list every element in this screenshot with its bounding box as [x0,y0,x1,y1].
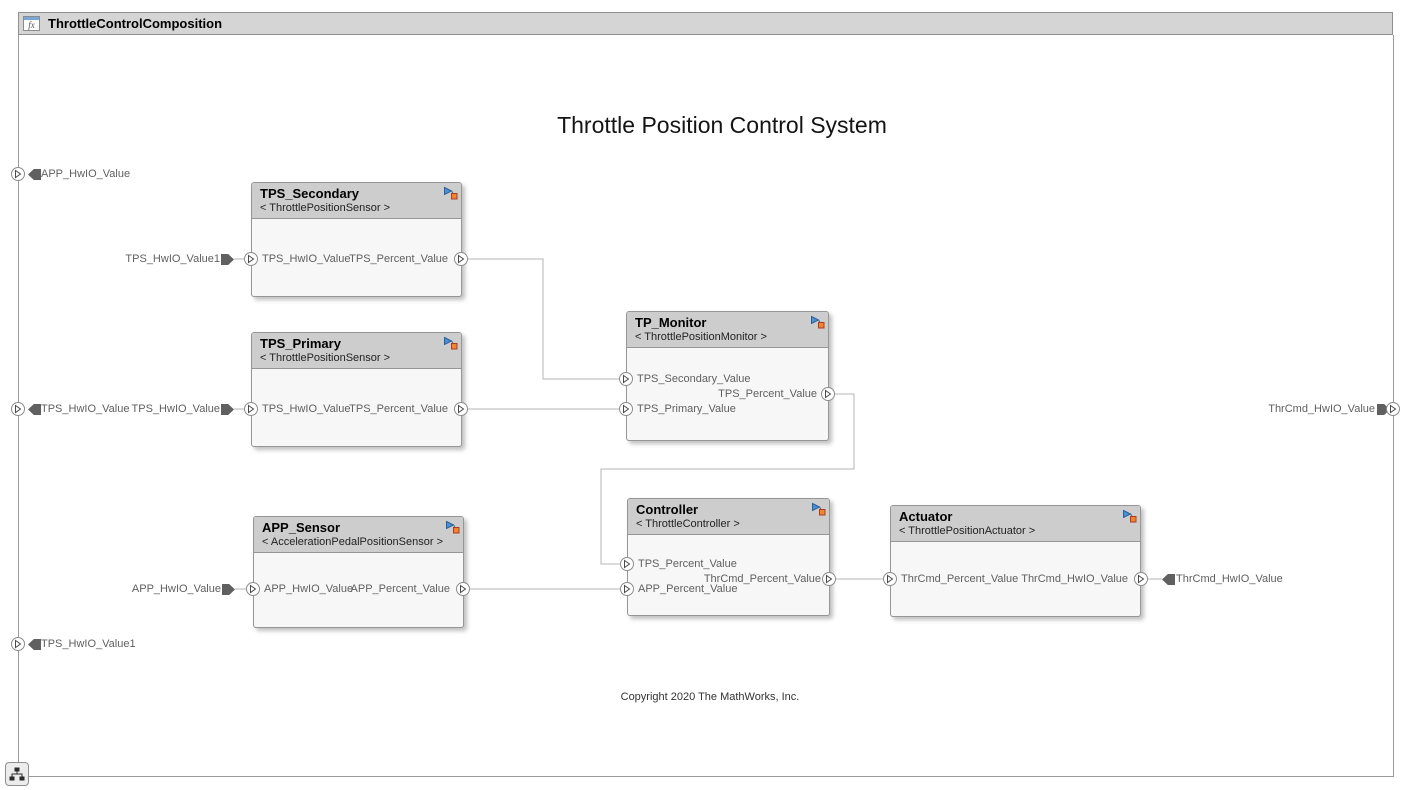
component-actuator[interactable]: Actuator < ThrottlePositionActuator > [890,505,1141,617]
architecture-hierarchy-button[interactable] [5,762,29,786]
component-stereotype: < ThrottlePositionSensor > [260,352,391,364]
simulink-behavior-badge-icon[interactable] [445,520,460,534]
copyright-annotation[interactable]: Copyright 2020 The MathWorks, Inc. [620,691,800,703]
port-label: TPS_Secondary_Value [637,373,751,385]
edge-input-port[interactable] [11,637,25,651]
connection[interactable] [468,258,619,380]
component-name: TPS_Secondary [260,186,359,201]
component-stereotype: < ThrottleController > [636,518,740,530]
port-label: TPS_Percent_Value [718,388,817,400]
input-port[interactable] [620,557,634,571]
simulink-behavior-badge-icon[interactable] [810,315,825,329]
component-name: APP_Sensor [262,520,341,535]
edge-port-label[interactable]: APP_HwIO_Value [41,168,131,180]
input-port[interactable] [244,402,258,416]
diagram-title-annotation[interactable]: Throttle Position Control System [557,112,887,138]
input-port[interactable] [244,252,258,266]
port-tag-label[interactable]: APP_HwIO_Value [131,583,221,595]
output-port[interactable] [454,402,468,416]
port-label: APP_HwIO_Value [264,583,354,595]
component-header: Controller < ThrottleController > [628,499,829,535]
edge-port-label[interactable]: TPS_HwIO_Value [41,403,130,415]
component-header: TP_Monitor < ThrottlePositionMonitor > [627,312,828,348]
component-header: TPS_Secondary < ThrottlePositionSensor > [252,183,461,219]
output-port[interactable] [454,252,468,266]
component-name: Controller [636,502,699,517]
simulink-behavior-badge-icon[interactable] [811,502,826,516]
output-port[interactable] [1134,572,1148,586]
input-port[interactable] [620,582,634,596]
model-title: ThrottleControlComposition [48,16,223,31]
edge-port-arrow-icon[interactable] [1377,404,1390,415]
simulink-behavior-badge-icon[interactable] [1122,509,1137,523]
component-header: TPS_Primary < ThrottlePositionSensor > [252,333,461,369]
edge-port-arrow-icon[interactable] [28,169,41,180]
component-stereotype: < AccelerationPedalPositionSensor > [262,536,444,548]
port-tag-arrow-icon[interactable] [222,584,235,595]
input-port[interactable] [619,402,633,416]
edge-output-port[interactable] [1386,402,1400,416]
frame-border-bottom [29,776,1393,777]
port-tag-label[interactable]: ThrCmd_HwIO_Value [1176,573,1283,585]
port-label: TPS_Primary_Value [637,403,736,415]
edge-input-port[interactable] [11,402,25,416]
fx-icon-label: fx [28,20,35,30]
component-tps-primary[interactable]: TPS_Primary < ThrottlePositionSensor > [251,332,462,447]
component-stereotype: < ThrottlePositionActuator > [899,525,1036,537]
model-title-bar[interactable]: fx ThrottleControlComposition [18,12,1393,35]
simulink-behavior-badge-icon[interactable] [443,336,458,350]
component-header: APP_Sensor < AccelerationPedalPositionSe… [254,517,463,553]
component-controller[interactable]: Controller < ThrottleController > [627,498,830,616]
port-label: TPS_HwIO_Value [262,403,351,415]
port-tag-arrow-icon[interactable] [1162,574,1175,585]
edge-port-arrow-icon[interactable] [28,404,41,415]
output-port[interactable] [822,572,836,586]
component-app-sensor[interactable]: APP_Sensor < AccelerationPedalPositionSe… [253,516,464,628]
component-tps-secondary[interactable]: TPS_Secondary < ThrottlePositionSensor > [251,182,462,297]
port-tag-arrow-icon[interactable] [221,404,234,415]
hierarchy-icon [9,767,25,781]
component-tp-monitor[interactable]: TP_Monitor < ThrottlePositionMonitor > [626,311,829,441]
component-name: Actuator [899,509,953,524]
edge-port-label[interactable]: ThrCmd_HwIO_Value [1268,403,1375,415]
port-tag-arrow-icon[interactable] [221,254,234,265]
port-tag-label[interactable]: TPS_HwIO_Value [131,403,220,415]
port-label: TPS_Percent_Value [638,558,737,570]
component-header: Actuator < ThrottlePositionActuator > [891,506,1140,542]
component-name: TP_Monitor [635,315,707,330]
port-label: TPS_Percent_Value [349,253,448,265]
port-tag-label[interactable]: TPS_HwIO_Value1 [125,253,220,265]
frame-border-left [18,35,19,763]
simulink-behavior-badge-icon[interactable] [443,186,458,200]
input-port[interactable] [246,582,260,596]
component-stereotype: < ThrottlePositionSensor > [260,202,391,214]
port-label: ThrCmd_Percent_Value [703,573,821,585]
port-label: APP_Percent_Value [350,583,450,595]
component-stereotype: < ThrottlePositionMonitor > [635,331,767,343]
connection[interactable] [600,393,855,565]
port-label: TPS_HwIO_Value [262,253,351,265]
output-port[interactable] [456,582,470,596]
edge-port-arrow-icon[interactable] [28,639,41,650]
component-name: TPS_Primary [260,336,341,351]
port-label: ThrCmd_Percent_Value [901,573,1019,585]
port-label: ThrCmd_HwIO_Value [1021,573,1128,585]
edge-input-port[interactable] [11,167,25,181]
port-label: APP_Percent_Value [638,583,738,595]
model-window-icon[interactable]: fx [23,16,40,31]
input-port[interactable] [883,572,897,586]
input-port[interactable] [619,372,633,386]
edge-port-label[interactable]: TPS_HwIO_Value1 [41,638,136,650]
output-port[interactable] [821,387,835,401]
port-label: TPS_Percent_Value [349,403,448,415]
